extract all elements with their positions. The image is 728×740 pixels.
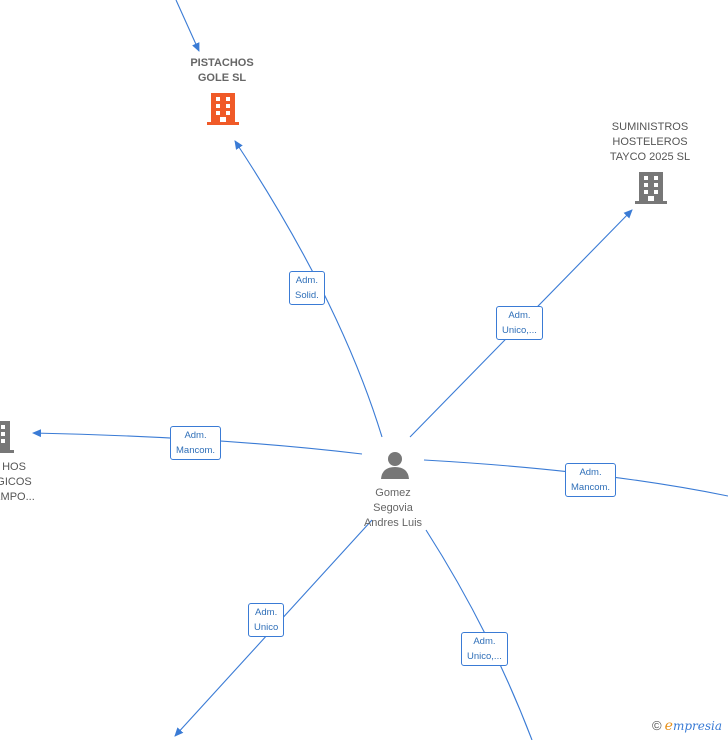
edge-offscreen-to-pistachos (175, 0, 200, 52)
node-suministros-label: SUMINISTROS HOSTELEROS TAYCO 2025 SL (609, 121, 691, 163)
person-icon[interactable] (380, 450, 410, 480)
building-icon[interactable] (0, 419, 14, 455)
empresia-watermark: ©empresia (652, 718, 722, 734)
edge-label-adm-unico-bottom-left[interactable]: Adm. Unico (248, 603, 285, 637)
building-icon[interactable] (635, 170, 667, 206)
brand-logo-initial: e (664, 718, 673, 734)
node-person-label: Gomez Segovia Andres Luis (363, 487, 423, 529)
edge-label-adm-solid[interactable]: Adm. Solid. (289, 271, 325, 305)
edge-label-adm-mancom-left[interactable]: Adm. Mancom. (170, 426, 222, 460)
brand-logo-text: mpresia (672, 719, 722, 733)
building-icon[interactable] (207, 91, 239, 127)
node-pistachos-label: PISTACHOS GOLE SL (190, 57, 254, 84)
copyright-symbol: © (652, 718, 662, 733)
edge-label-adm-unico-suministros[interactable]: Adm. Unico,... (496, 306, 543, 340)
edge-label-adm-unico-bottom-right[interactable]: Adm. Unico,... (461, 632, 508, 666)
node-left-company-label: HOS GICOS EMPO... (0, 461, 35, 503)
edge-label-adm-mancom-right[interactable]: Adm. Mancom. (565, 463, 617, 497)
